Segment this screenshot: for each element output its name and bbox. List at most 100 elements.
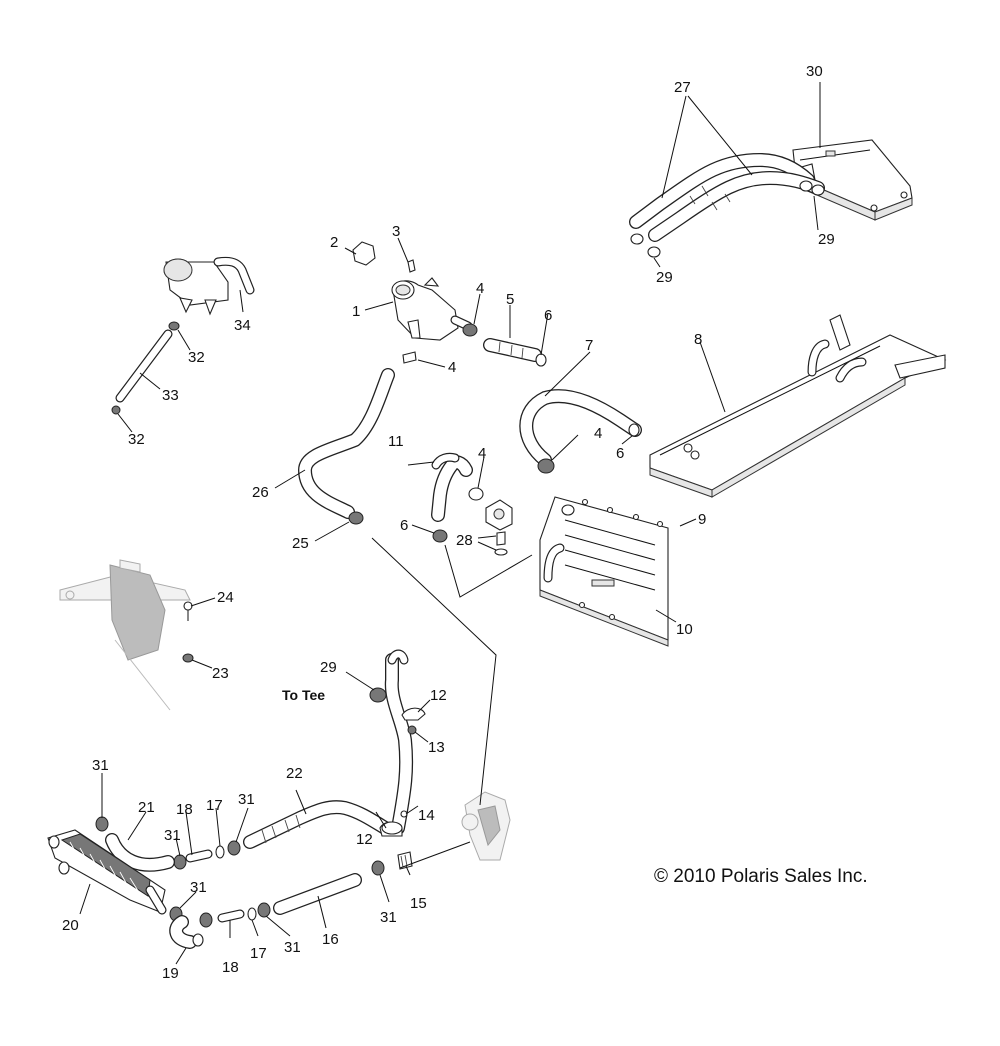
callout-6: 6 — [400, 517, 408, 534]
ring-17-lower — [247, 907, 257, 921]
clamp-25 — [348, 511, 364, 525]
callout-17: 17 — [250, 945, 267, 962]
callout-12: 12 — [356, 831, 373, 848]
callout-12: 12 — [430, 687, 447, 704]
callout-29: 29 — [656, 269, 673, 286]
reservoir-34 — [163, 256, 255, 316]
clamp-32-lower — [111, 405, 121, 415]
clamp-6-exchanger — [628, 423, 640, 437]
callout-2: 2 — [330, 234, 338, 251]
callout-31: 31 — [284, 939, 301, 956]
connector-18-lower — [217, 909, 245, 923]
hose-26 — [298, 368, 395, 519]
callout-28: 28 — [456, 532, 473, 549]
callout-10: 10 — [676, 621, 693, 638]
callout-31: 31 — [92, 757, 109, 774]
callout-6: 6 — [544, 307, 552, 324]
callout-31: 31 — [380, 909, 397, 926]
callout-4: 4 — [448, 359, 456, 376]
callout-23: 23 — [212, 665, 229, 682]
clamp-29-to-tee — [369, 687, 387, 703]
hose-22 — [243, 800, 392, 849]
cap-2 — [352, 241, 376, 266]
thermostat-housing — [485, 499, 513, 531]
callout-3: 3 — [392, 223, 400, 240]
connector-18-upper — [185, 849, 213, 863]
callout-33: 33 — [162, 387, 179, 404]
hose-7 — [519, 389, 642, 467]
callout-29: 29 — [818, 231, 835, 248]
callout-4: 4 — [594, 425, 602, 442]
bolt-13 — [407, 725, 417, 735]
callout-7: 7 — [585, 337, 593, 354]
callout-21: 21 — [138, 799, 155, 816]
copyright: © 2010 Polaris Sales Inc. — [654, 866, 868, 887]
hose-16 — [273, 873, 362, 915]
callout-25: 25 — [292, 535, 309, 552]
hose-11 — [431, 452, 473, 522]
clamp-6-lower — [432, 529, 448, 543]
clamp-12-lower — [379, 821, 403, 837]
callout-32: 32 — [188, 349, 205, 366]
oil-cooler-20 — [47, 829, 167, 915]
callout-1: 1 — [352, 303, 360, 320]
clamp-32-upper — [168, 321, 180, 331]
coolant-bottle-1 — [391, 277, 473, 364]
clamp-31-16 — [257, 902, 271, 918]
callout-18: 18 — [222, 959, 239, 976]
callout-6: 6 — [616, 445, 624, 462]
callout-31: 31 — [238, 791, 255, 808]
clamp-31-lower-19 — [199, 912, 213, 928]
clamp-29-top-right — [799, 180, 825, 196]
to-tee-note: To Tee — [282, 687, 325, 703]
callout-5: 5 — [506, 291, 514, 308]
callout-labels: 30 27 29 29 8 7 6 5 4 2 3 1 4 4 6 9 10 1… — [62, 63, 835, 982]
callout-9: 9 — [698, 511, 706, 528]
leader-lines — [79, 82, 821, 965]
callout-8: 8 — [694, 331, 702, 348]
callout-18: 18 — [176, 801, 193, 818]
clamp-4-hose11 — [468, 487, 484, 501]
callout-26: 26 — [252, 484, 269, 501]
elbow-19 — [169, 915, 204, 949]
clamp-31-22 — [227, 840, 241, 856]
callout-22: 22 — [286, 765, 303, 782]
water-pump — [461, 791, 511, 861]
ring-17-upper — [215, 845, 225, 859]
clamp-4-radiator — [537, 458, 555, 474]
heat-exchanger-30 — [792, 139, 913, 221]
callout-4: 4 — [476, 280, 484, 297]
coolant-tubes-27 — [629, 153, 825, 242]
callout-13: 13 — [428, 739, 445, 756]
callout-11: 11 — [388, 433, 404, 450]
clamp-12-upper — [401, 707, 426, 721]
callout-16: 16 — [322, 931, 339, 948]
hose-5 — [483, 338, 542, 362]
clamp-6-hose5 — [535, 353, 547, 367]
callout-20: 20 — [62, 917, 79, 934]
clamp-31-21 — [173, 854, 187, 870]
hose-to-tee — [384, 649, 414, 835]
callout-4: 4 — [478, 445, 486, 462]
callout-34: 34 — [234, 317, 251, 334]
callout-17: 17 — [206, 797, 223, 814]
callout-32: 32 — [128, 431, 145, 448]
plug-3 — [407, 259, 416, 273]
clamp-29-top-left — [630, 233, 661, 258]
mounting-bracket — [59, 559, 191, 711]
callout-31: 31 — [164, 827, 181, 844]
tube-33 — [115, 329, 173, 403]
callout-19: 19 — [162, 965, 179, 982]
hose-21 — [105, 833, 175, 872]
radiator-10 — [539, 496, 669, 647]
callout-30: 30 — [806, 63, 823, 80]
clamp-31-upper-left — [95, 816, 109, 832]
callout-29: 29 — [320, 659, 337, 676]
clamp-31-15 — [371, 860, 385, 876]
fitting-14 — [400, 810, 408, 818]
heat-exchanger-8 — [649, 314, 947, 498]
callout-14: 14 — [418, 807, 435, 824]
nut-23 — [182, 653, 194, 663]
callout-31: 31 — [190, 879, 207, 896]
